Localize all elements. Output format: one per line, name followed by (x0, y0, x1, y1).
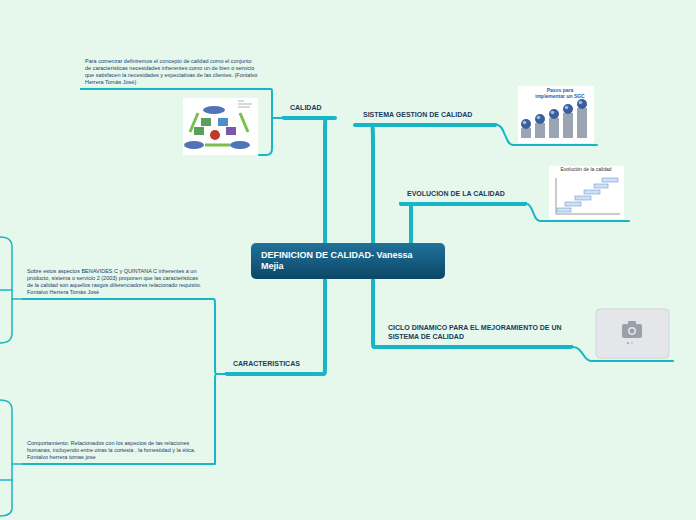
branch-topic: CARACTERISTICAS (225, 359, 317, 376)
topic-text: Comportamiento: Relacionados con los asp… (27, 440, 211, 461)
topic-text: CALIDAD (290, 103, 329, 112)
image-placeholder (596, 309, 669, 358)
branch-topic: EVOLUCION DE LA CALIDAD (399, 189, 527, 206)
topic-text: EVOLUCION DE LA CALIDAD (407, 189, 521, 198)
note-topic: Sobre estos aspectos BENAVIDES C y QUINT… (22, 268, 207, 300)
branch-connector (215, 374, 225, 464)
evolution-chart-image (549, 166, 624, 219)
note-topic: Para comenzar definiremos el concepto de… (80, 58, 262, 90)
branch-connector (373, 279, 380, 347)
image-caption: Pasos para implementar un SGC (533, 88, 587, 99)
image-caption: Evolución de la calidad (556, 167, 616, 173)
branch-topic: SISTEMA GESTION DE CALIDAD (355, 110, 497, 127)
branch-connector (262, 89, 282, 118)
sgc-steps-image (518, 86, 594, 143)
topic-text: DEFINICION DE CALIDAD- Vanessa Mejia (261, 250, 435, 272)
leader-lines (0, 118, 673, 516)
branch-connector (317, 279, 325, 374)
branch-connector (409, 206, 413, 243)
note-topic: Comportamiento: Relacionados con los asp… (22, 440, 215, 465)
topic-text: CARACTERISTICAS (233, 359, 311, 368)
quality-diagram-image (183, 98, 258, 155)
branch-topic: CICLO DINAMICO PARA EL MEJORAMIENTO DE U… (380, 323, 573, 349)
branch-topic: CALIDAD (282, 103, 335, 120)
topic-text: CICLO DINAMICO PARA EL MEJORAMIENTO DE U… (388, 323, 567, 341)
branch-connector (325, 118, 335, 243)
branch-connector (207, 299, 225, 374)
topic-text: Para comenzar definiremos el concepto de… (85, 58, 258, 86)
topic-text: Sobre estos aspectos BENAVIDES C y QUINT… (27, 268, 203, 296)
central-topic: DEFINICION DE CALIDAD- Vanessa Mejia (251, 243, 445, 279)
topic-text: SISTEMA GESTION DE CALIDAD (363, 110, 491, 119)
branch-connector (355, 125, 373, 243)
